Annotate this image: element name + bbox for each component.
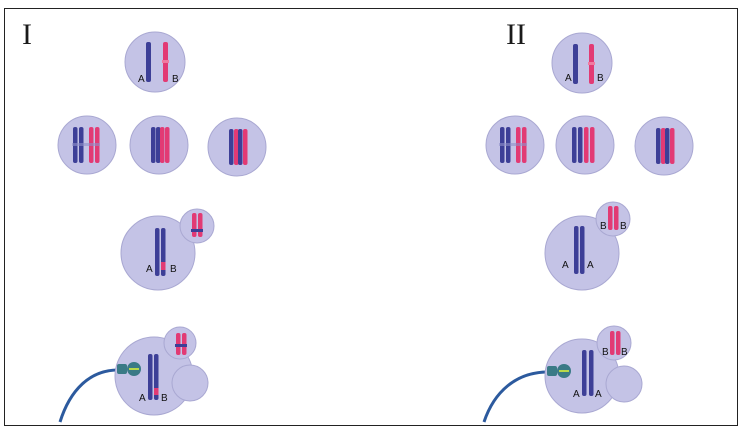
second-polar-body [605,365,643,403]
gene-label-b: B [170,264,177,275]
parent-cell-two: A B [551,32,613,94]
sperm-tail [482,370,549,423]
panel-two: II A B [482,18,694,423]
gene-label-a: A [565,73,572,84]
sperm-tail [58,368,119,423]
pairing-cell-2 [129,115,189,175]
second-polar-body [171,364,209,402]
panel-label-two: II [506,18,526,51]
sperm-head [547,366,557,376]
gene-label-b: B [161,393,168,404]
gene-label-a: A [146,264,153,275]
polar-body [179,208,215,244]
panel-one: I A B [22,18,267,423]
pairing-cell-3 [207,117,267,177]
gene-label-b: B [600,221,607,232]
gene-label-a: A [139,393,146,404]
gene-label-b: B [620,221,627,232]
pairing-cell-1 [485,115,545,175]
gene-label-b: B [621,347,628,358]
gene-label-a: A [562,260,569,271]
panel-label-one: I [22,18,32,51]
oocyte-one: A B [120,208,215,291]
pairing-cell-3 [634,116,694,176]
fertilized-cell-two: B B A A [482,325,643,423]
gene-label-a: A [587,260,594,271]
chromosome-maternal [146,42,151,82]
pairing-cell-2 [555,115,615,175]
parent-cell-one: A B [124,31,186,93]
pairing-cell-1 [57,115,117,175]
gene-label-a: A [573,389,580,400]
polar-body [595,201,631,237]
gene-label-a: A [138,74,145,85]
gene-label-b: B [602,347,609,358]
gene-label-b: B [172,74,179,85]
gene-label-b: B [597,73,604,84]
fertilized-cell-one: A B [58,326,209,423]
gene-label-a: A [595,389,602,400]
sperm-head [117,364,127,374]
oocyte-two: B B A A [544,201,631,291]
